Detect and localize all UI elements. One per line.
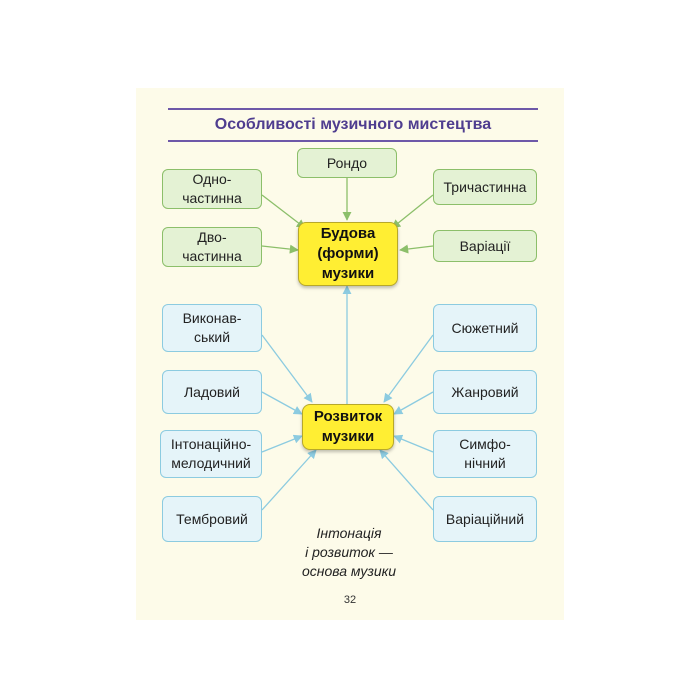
- link-intonation-melodic: [261, 434, 303, 453]
- box-intonation-melodic: Інтонаційно- мелодичний: [160, 430, 262, 478]
- page-number: 32: [343, 594, 357, 606]
- box-modal: Ладовий: [162, 370, 262, 414]
- link-two-part: [261, 244, 299, 254]
- box-plot: Сюжетний: [433, 304, 537, 352]
- diagram-title: Особливості музичного мистецтва: [214, 116, 492, 133]
- caption: Інтонація і розвиток — основа музики: [301, 525, 397, 579]
- box-variations: Варіації: [433, 230, 537, 262]
- link-genre: [393, 391, 434, 415]
- box-rondo: Рондо: [297, 148, 397, 178]
- link-timbral: [261, 449, 317, 511]
- link-variational: [379, 449, 434, 511]
- link-one-part: [261, 194, 306, 229]
- link-plot: [383, 334, 434, 403]
- link-performing: [261, 334, 313, 403]
- box-two-part: Дво- частинна: [162, 227, 262, 267]
- node-music-structure: Будова (форми) музики: [298, 222, 398, 286]
- link-symphonic: [393, 434, 434, 453]
- link-variations: [399, 244, 434, 254]
- link-three-part: [391, 194, 434, 229]
- box-one-part: Одно- частинна: [162, 169, 262, 209]
- box-variational: Варіаційний: [433, 496, 537, 542]
- box-timbral: Тембровий: [162, 496, 262, 542]
- box-genre: Жанровий: [433, 370, 537, 414]
- node-music-development: Розвиток музики: [302, 404, 394, 450]
- box-performing: Виконав- ський: [162, 304, 262, 352]
- box-symphonic: Симфо- нічний: [433, 430, 537, 478]
- link-modal: [261, 391, 303, 415]
- title-bar: Особливості музичного мистецтва: [168, 108, 538, 142]
- box-three-part: Тричастинна: [433, 169, 537, 205]
